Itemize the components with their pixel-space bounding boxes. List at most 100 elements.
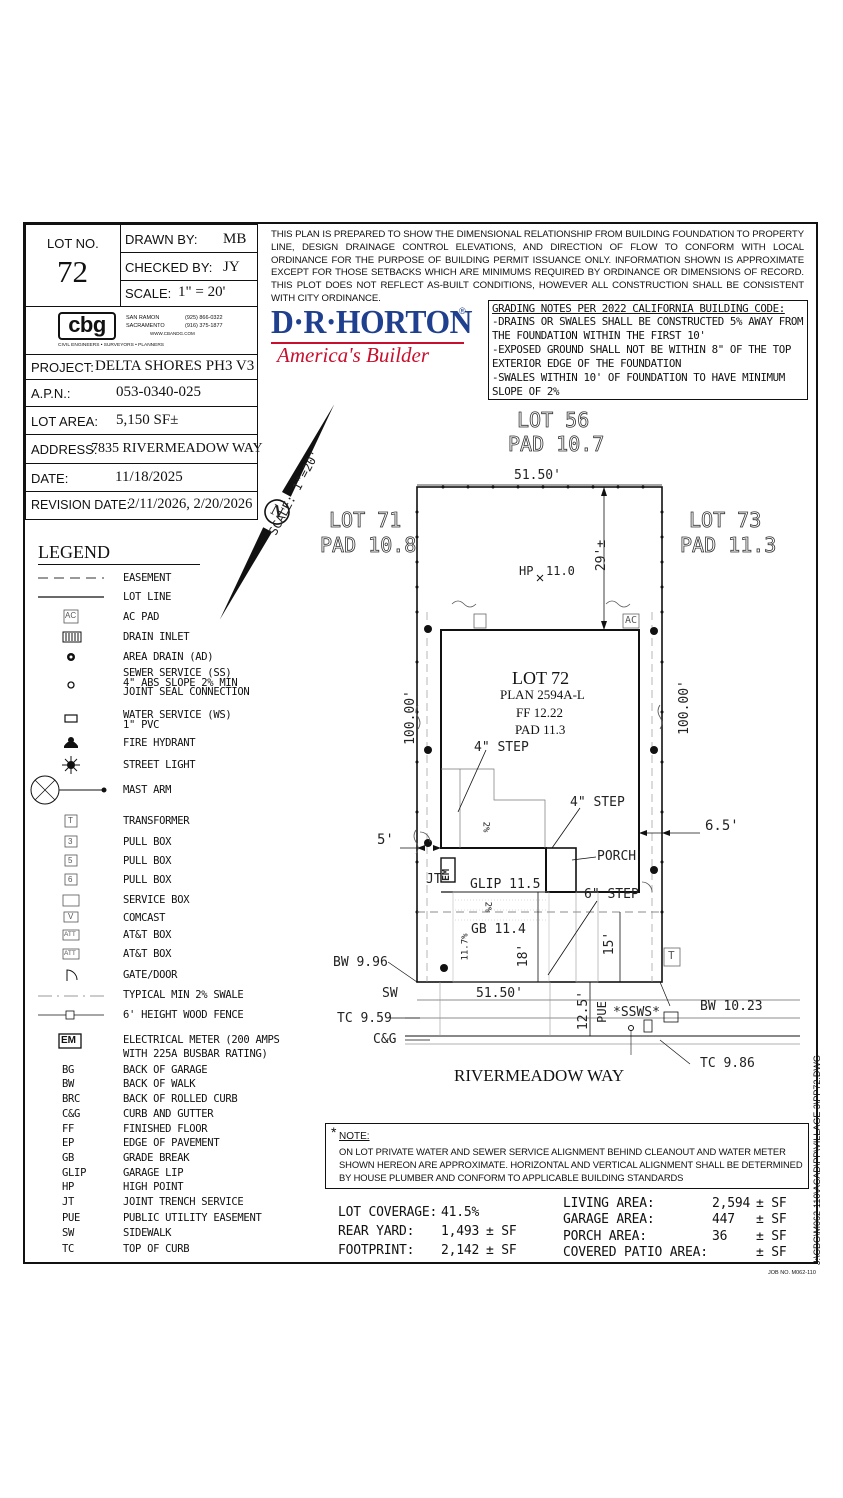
legend-mast-arm: MAST ARM (123, 784, 172, 796)
pad-56-label: PAD 10.7 (508, 432, 605, 457)
abbr-bg-label: BACK OF GARAGE (123, 1064, 208, 1076)
date-value: 11/18/2025 (115, 469, 183, 485)
footnote-marker: * (331, 1124, 337, 1140)
dim-15: 15' (602, 931, 618, 956)
legend-comcast: COMCAST (123, 912, 166, 924)
abbr-hp-code: HP (62, 1181, 75, 1193)
att-box-2-symbol (62, 948, 80, 960)
jt-label: JT (426, 872, 442, 887)
cbg-city2: SACRAMENTO (126, 323, 165, 329)
abbr-cg-code: C&G (62, 1108, 81, 1120)
legend-drain-inlet: DRAIN INLET (123, 631, 190, 643)
left-depth-dim: 100.00' (402, 690, 418, 745)
garage-area-label: GARAGE AREA: (563, 1212, 655, 1227)
legend-title-rule (38, 564, 200, 565)
cbg-phone1: (925) 866-0322 (185, 315, 223, 321)
abbr-pue-code: PUE (62, 1212, 81, 1224)
step-4-rear: 4" STEP (474, 740, 529, 755)
address-value: 7835 RIVERMEADOW WAY (91, 441, 263, 456)
legend-easement: EASEMENT (123, 572, 172, 584)
hp-label: HP (519, 564, 534, 578)
legend-water: WATER SERVICE (WS) 1" PVC (123, 709, 232, 731)
att2-symbol-text: ATT (64, 950, 76, 957)
abbr-brc-code: BRC (62, 1093, 81, 1105)
abbr-glip-code: GLIP (62, 1167, 87, 1179)
abbr-gb-code: GB (62, 1152, 75, 1164)
tc-left: TC 9.59 (337, 1011, 392, 1026)
drhorton-name: D·R·HORTON (271, 304, 472, 341)
rear-setback-dim: 29'± (594, 539, 610, 572)
legend-fire-hydrant: FIRE HYDRANT (123, 737, 196, 749)
lot-coverage-value: 41.5% (441, 1205, 480, 1220)
slope-driveway: 2% (482, 901, 493, 913)
porch-area-value: 36 (712, 1229, 728, 1244)
address-label: ADDRESS: (31, 442, 98, 457)
bw-right: BW 10.23 (700, 999, 763, 1014)
apn-label: A.P.N.: (31, 386, 71, 401)
ac-pad-symbol (63, 609, 79, 624)
abbr-ff-code: FF (62, 1123, 75, 1135)
footnote-title: NOTE: (339, 1131, 370, 1142)
abbr-gb-label: GRADE BREAK (123, 1152, 190, 1164)
abbr-cg-label: CURB AND GUTTER (123, 1108, 214, 1120)
porch-area-label: PORCH AREA: (563, 1229, 647, 1244)
abbr-tc-code: TC (62, 1243, 75, 1255)
pue-label: PUE (594, 1001, 609, 1023)
lot-area-label: LOT AREA: (31, 414, 98, 429)
living-area-value: 2,594 (712, 1196, 751, 1211)
legend-att-box-1: AT&T BOX (123, 929, 172, 941)
date-label: DATE: (31, 471, 69, 486)
lot-area-value: 5,150 SF± (116, 412, 179, 428)
lot-71-label: LOT 71 (329, 508, 402, 533)
cbg-city1: SAN RAMON (126, 315, 160, 321)
grading-line-2: THE FOUNDATION WITHIN THE FIRST 10' (492, 329, 706, 342)
att-box-1-symbol (62, 929, 80, 941)
abbr-bw-code: BW (62, 1078, 75, 1090)
bottom-width-dim: 51.50' (476, 986, 523, 1001)
ac-symbol-text: AC (65, 611, 77, 620)
lot-56-label: LOT 56 (517, 408, 590, 433)
abbr-ep-code: EP (62, 1137, 75, 1149)
dim-12-5: 12.5' (576, 990, 592, 1031)
drawn-by-value: MB (223, 231, 247, 247)
abbr-bg-code: BG (62, 1064, 75, 1076)
right-setback-dim: 6.5' (705, 818, 739, 834)
abbr-sw-code: SW (62, 1227, 75, 1239)
lot-no-value: 72 (57, 254, 88, 289)
em-symbol-text: EM (61, 1035, 76, 1046)
right-depth-dim: 100.00' (676, 680, 692, 735)
drawing-frame (23, 222, 818, 1264)
abbr-bw-label: BACK OF WALK (123, 1078, 196, 1090)
footnote-text: ON LOT PRIVATE WATER AND SEWER SERVICE A… (339, 1146, 803, 1183)
grading-line-1: -DRAINS OR SWALES SHALL BE CONSTRUCTED 5… (492, 315, 804, 328)
abbr-brc-label: BACK OF ROLLED CURB (123, 1093, 238, 1105)
drain-inlet-symbol (62, 631, 82, 643)
tc-right: TC 9.86 (700, 1056, 755, 1071)
disclaimer-text: THIS PLAN IS PREPARED TO SHOW THE DIMENS… (271, 229, 804, 304)
street-name: RIVERMEADOW WAY (454, 1066, 625, 1085)
revision-value: 2/11/2026, 2/20/2026 (128, 496, 253, 512)
rear-yard-unit: ± SF (486, 1224, 517, 1239)
grading-notes-title: GRADING NOTES PER 2022 CALIFORNIA BUILDI… (492, 302, 785, 315)
electrical-meter-symbol (58, 1033, 82, 1049)
area-drains (424, 625, 658, 972)
legend-swale: TYPICAL MIN 2% SWALE (123, 989, 244, 1001)
garage-area-value: 447 (712, 1212, 735, 1227)
patio-area-unit: ± SF (756, 1245, 787, 1260)
project-label: PROJECT: (31, 360, 94, 375)
project-value: DELTA SHORES PH3 V3 (95, 358, 255, 374)
legend-pull-box-6: PULL BOX (123, 874, 172, 886)
porch-label: PORCH (597, 849, 637, 864)
fence-dots (415, 485, 664, 914)
legend-service-box: SERVICE BOX (123, 894, 190, 906)
legend-gate: GATE/DOOR (123, 969, 178, 981)
transformer-t: T (668, 949, 675, 962)
pull-box-3-symbol (64, 835, 78, 848)
gate-symbol (66, 969, 78, 981)
transformer-symbol (64, 814, 78, 828)
legend-title: LEGEND (38, 542, 110, 562)
pull3-symbol-text: 3 (68, 837, 73, 846)
footnote-box (325, 1123, 809, 1189)
abbr-glip-label: GARAGE LIP (123, 1167, 184, 1179)
